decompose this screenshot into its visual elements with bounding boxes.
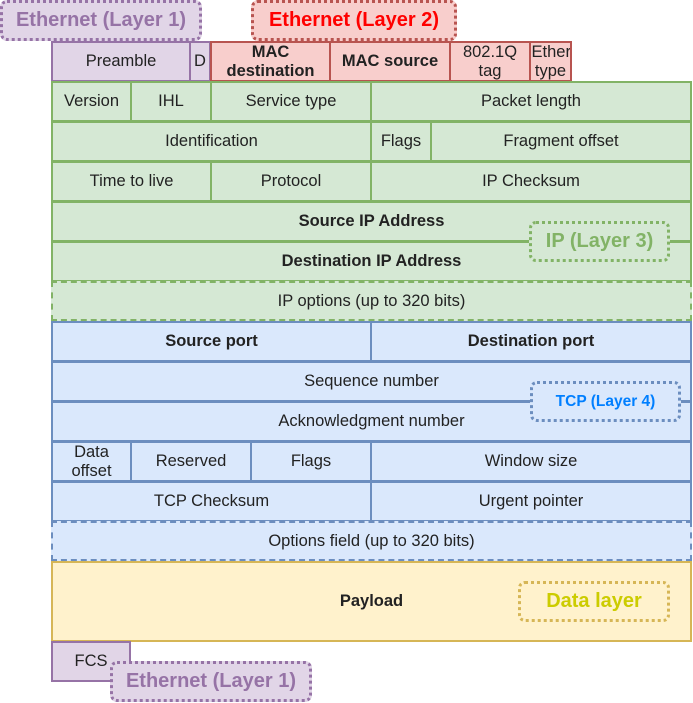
data-layer-tag: Data layer [518,581,670,622]
tcp-flags-field: Flags [250,441,372,482]
destination-port-field: Destination port [370,321,692,362]
ethertype-field: Ether type [529,41,572,82]
mac-source-field: MAC source [329,41,451,82]
tcp-layer4-tag: TCP (Layer 4) [530,381,681,422]
tcp-options-field: Options field (up to 320 bits) [51,521,692,561]
window-size-field: Window size [370,441,692,482]
tcp-checksum-field: TCP Checksum [51,481,372,522]
reserved-field: Reserved [130,441,252,482]
source-port-field: Source port [51,321,372,362]
identification-field: Identification [51,121,372,162]
ihl-field: IHL [130,81,212,122]
ip-options-field: IP options (up to 320 bits) [51,281,692,321]
version-field: Version [51,81,132,122]
ethernet-layer1-top-tag: Ethernet (Layer 1) [0,0,202,41]
urgent-pointer-field: Urgent pointer [370,481,692,522]
data-offset-field: Data offset [51,441,132,482]
service-type-field: Service type [210,81,372,122]
time-to-live-field: Time to live [51,161,212,202]
vlan-tag-field: 802.1Q tag [449,41,531,82]
d-field: D [189,41,211,82]
ip-checksum-field: IP Checksum [370,161,692,202]
fragment-offset-field: Fragment offset [430,121,692,162]
packet-length-field: Packet length [370,81,692,122]
protocol-field: Protocol [210,161,372,202]
ethernet-layer1-bottom-tag: Ethernet (Layer 1) [110,661,312,702]
ip-flags-field: Flags [370,121,432,162]
ip-layer3-tag: IP (Layer 3) [529,221,670,262]
ethernet-layer2-tag: Ethernet (Layer 2) [251,0,457,41]
mac-destination-field: MAC destination [210,41,331,82]
preamble-field: Preamble [51,41,191,82]
